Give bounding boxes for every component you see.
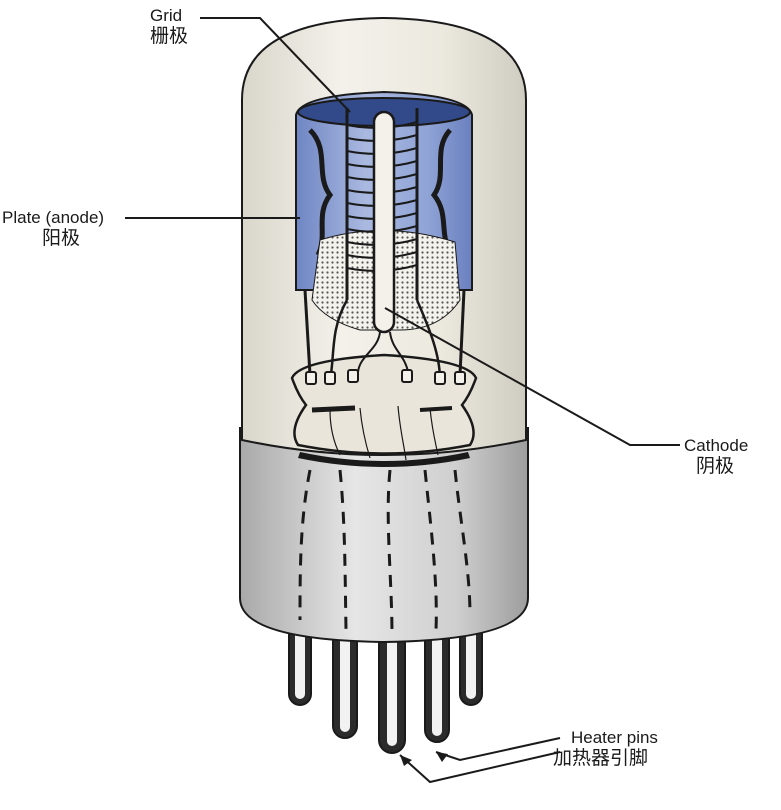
- heater-label: Heater pins 加热器引脚: [553, 728, 658, 769]
- cathode-label: Cathode 阴极: [684, 436, 748, 477]
- plate-label: Plate (anode) 阳极: [2, 208, 120, 249]
- grid-label: Grid 栅极: [150, 6, 188, 47]
- plate-label-en: Plate (anode): [2, 208, 105, 227]
- heater-pins: [288, 604, 483, 754]
- heater-arrows: [400, 752, 448, 766]
- cathode-label-en: Cathode: [684, 436, 749, 455]
- cathode-leader: [384, 307, 680, 446]
- tube-base: [239, 427, 529, 644]
- cathode-sleeve: [357, 110, 409, 373]
- heater-label-en: Heater pins: [571, 728, 658, 747]
- grid-label-zh: 栅极: [150, 25, 189, 47]
- grid-leader: [200, 17, 351, 113]
- support-leads: [303, 289, 466, 385]
- heater-label-zh: 加热器引脚: [553, 747, 649, 769]
- grid-label-en: Grid: [150, 6, 183, 25]
- heater-leader-2: [399, 751, 561, 784]
- plate-label-zh: 阳极: [42, 227, 81, 249]
- cathode-label-zh: 阴极: [696, 455, 735, 477]
- stem-press: [290, 353, 478, 467]
